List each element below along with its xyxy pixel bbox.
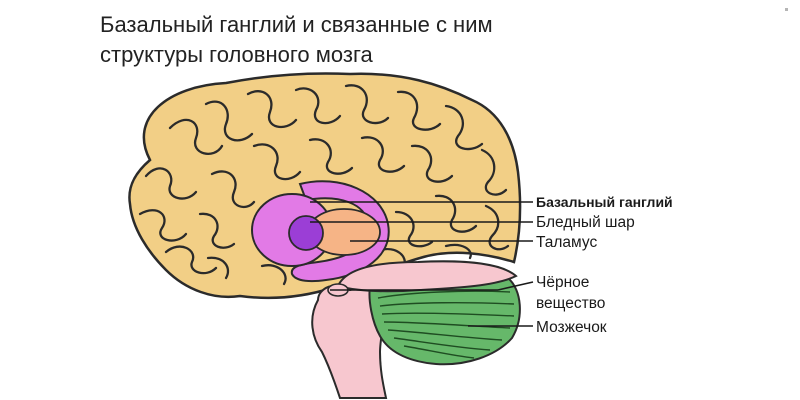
label-substantia-nigra-line-2: вещество xyxy=(536,295,605,312)
label-thalamus: Таламус xyxy=(536,234,597,251)
title-line-2: структуры головного мозга xyxy=(100,42,373,67)
globus-pallidus xyxy=(288,215,324,251)
corner-mark xyxy=(785,8,788,11)
diagram-title: Базальный ганглий и связанные с ним стру… xyxy=(100,10,660,70)
label-substantia-nigra-line-1: Чёрное xyxy=(536,274,589,291)
label-basal-ganglia: Базальный ганглий xyxy=(536,194,673,210)
cerebellum-folia xyxy=(377,290,515,359)
gyri-sulci xyxy=(138,84,510,286)
leader-lines xyxy=(310,201,534,327)
label-globus-pallidus: Бледный шар xyxy=(536,214,635,231)
label-cerebellum: Мозжечок xyxy=(536,319,607,336)
pons xyxy=(336,260,518,293)
title-line-1: Базальный ганглий и связанные с ним xyxy=(100,12,493,37)
